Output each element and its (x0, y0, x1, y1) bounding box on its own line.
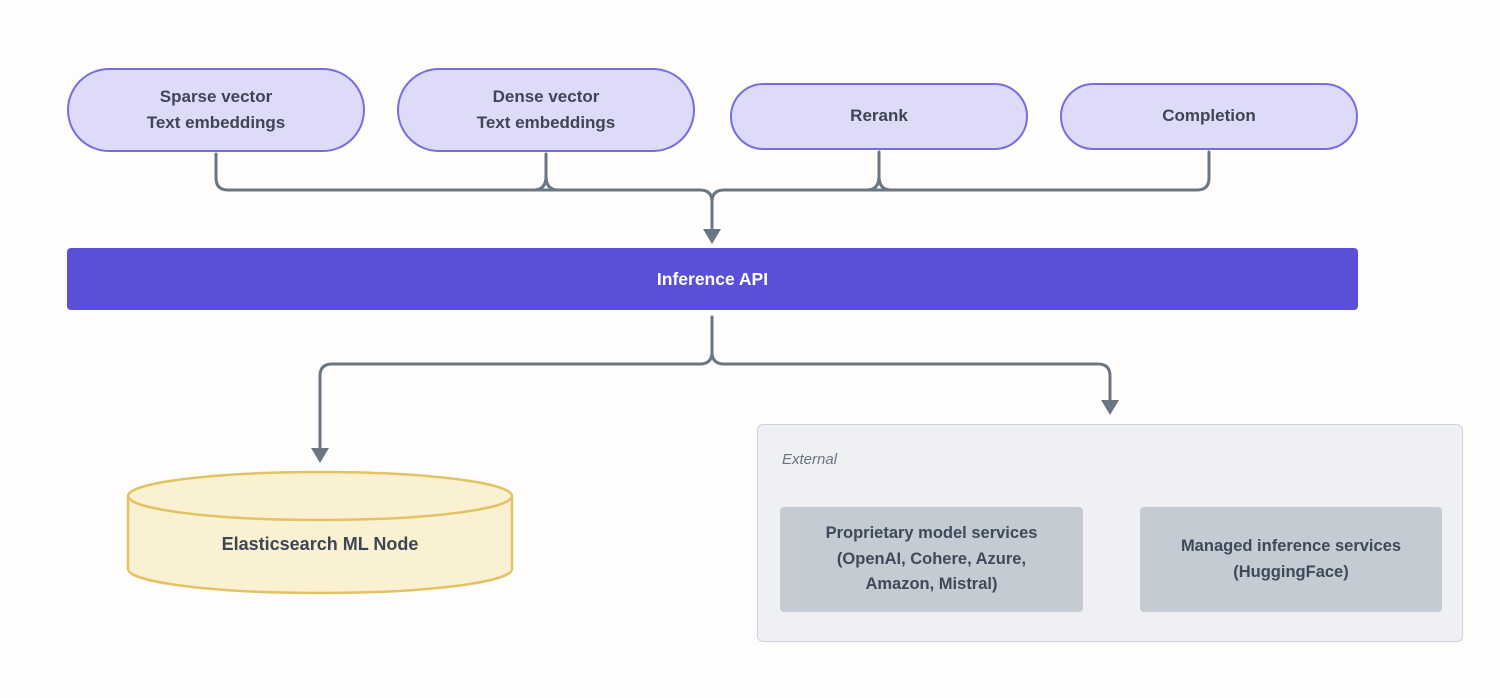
arrow-down-icon (703, 229, 721, 244)
node-elasticsearch-ml-label: Elasticsearch ML Node (221, 534, 419, 554)
arrow-down-icon (311, 448, 329, 463)
node-managed-inference-services: Managed inference services (HuggingFace) (1140, 507, 1442, 612)
node-sparse-vector: Sparse vector Text embeddings (67, 68, 365, 152)
node-dense-vector: Dense vector Text embeddings (397, 68, 695, 152)
node-rerank: Rerank (730, 83, 1028, 150)
node-completion: Completion (1060, 83, 1358, 150)
node-proprietary-model-services: Proprietary model services (OpenAI, Cohe… (780, 507, 1083, 612)
arrow-down-icon (1101, 400, 1119, 415)
top-merge-connector (214, 150, 1211, 232)
external-group-label: External (782, 451, 838, 468)
node-inference-api: Inference API (67, 248, 1358, 310)
database-cylinder-icon (126, 470, 514, 595)
